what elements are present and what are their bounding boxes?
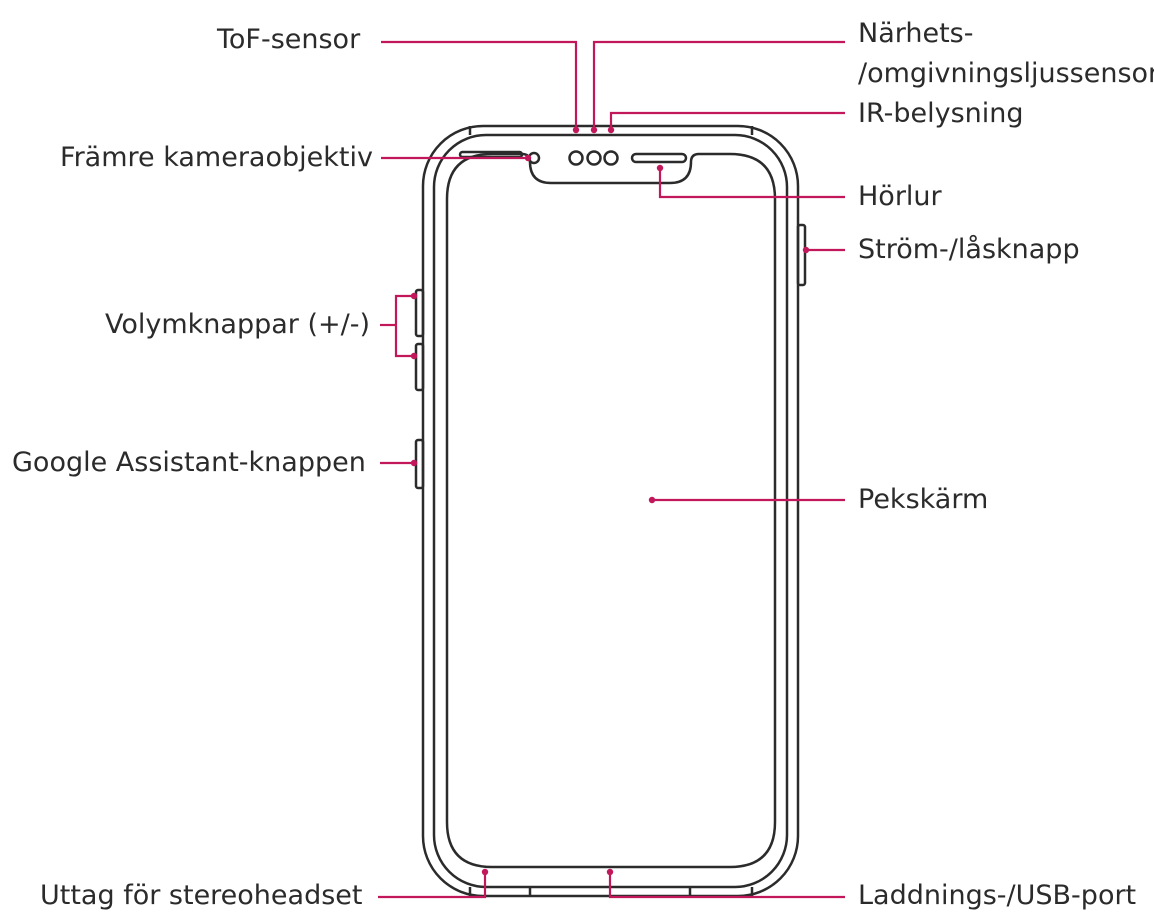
label-power-lock: Ström-/låsknapp [858, 234, 1080, 265]
label-proximity-line1: Närhets- [858, 18, 974, 49]
volume-up-key [414, 288, 425, 338]
label-proximity-line2: /omgivningsljussensor [858, 58, 1154, 89]
dot-power [802, 246, 810, 254]
leader-headset [378, 872, 487, 899]
leader-earpiece [658, 168, 845, 199]
phone-outline [414, 124, 807, 898]
power-key [796, 223, 807, 287]
volume-down-key [414, 342, 425, 392]
label-front-camera: Främre kameraobjektiv [60, 142, 373, 173]
label-earpiece: Hörlur [858, 181, 942, 212]
screen-outline [445, 152, 777, 869]
leader-tof [381, 40, 578, 128]
dot-ir [607, 126, 615, 134]
dot-assistant [410, 459, 418, 467]
dot-charging [606, 868, 614, 876]
leader-proximity [592, 40, 845, 128]
phone-body [421, 124, 800, 898]
leader-charging [608, 872, 845, 899]
label-touch-screen: Pekskärm [858, 484, 989, 515]
leader-lines [378, 40, 845, 899]
label-tof-sensor: ToF-sensor [217, 24, 361, 55]
assistant-key [414, 438, 425, 490]
label-google-assistant: Google Assistant-knappen [12, 447, 366, 478]
dot-touchscreen [648, 496, 656, 504]
dot-front-camera [524, 154, 532, 162]
label-headset-jack: Uttag för stereoheadset [40, 880, 363, 911]
leader-dots [410, 126, 810, 876]
tof-sensor [568, 150, 584, 166]
proximity-sensor [586, 150, 602, 166]
dot-tof [572, 126, 580, 134]
label-volume-keys: Volymknappar (+/-) [105, 309, 371, 340]
dot-volume-down [410, 352, 418, 360]
dot-headset [481, 868, 489, 876]
dot-proximity [590, 126, 598, 134]
dot-earpiece [656, 164, 664, 172]
ir-illuminator [603, 150, 619, 166]
dot-volume-up [410, 292, 418, 300]
earpiece-grille [630, 152, 688, 164]
phone-frame [432, 133, 789, 889]
label-charging-port: Laddnings-/USB-port [858, 880, 1137, 911]
leader-volume-bracket [394, 294, 414, 358]
label-ir-illumination: IR-belysning [858, 98, 1024, 129]
leader-ir [609, 111, 845, 128]
